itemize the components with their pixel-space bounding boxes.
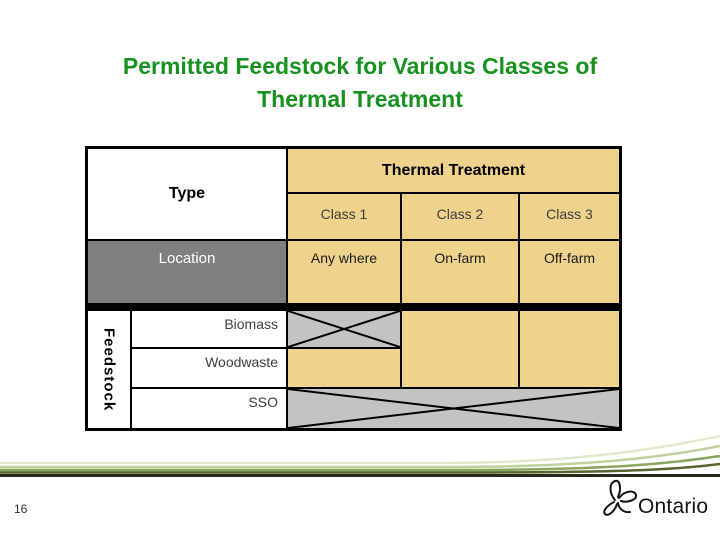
cell-sso-all-classes-not-permitted <box>288 389 619 428</box>
feedstock-group-label-cell: Feedstock <box>88 311 130 428</box>
ontario-trillium-icon <box>603 479 638 516</box>
feedstock-table: Type Thermal Treatment Class 1 Class 2 C… <box>85 146 622 431</box>
slide-title-line2: Thermal Treatment <box>257 86 463 112</box>
row-label-woodwaste: Woodwaste <box>132 349 286 387</box>
row-label-biomass: Biomass <box>132 311 286 347</box>
footer-swoosh-lines <box>0 434 720 477</box>
cell-biomass-class1-not-permitted <box>288 311 400 347</box>
column-header-class2: Class 2 <box>402 194 518 239</box>
thermal-treatment-header-cell: Thermal Treatment <box>288 149 619 192</box>
feedstock-vertical-label: Feedstock <box>100 327 118 412</box>
not-permitted-x-icon <box>288 389 619 428</box>
location-header-cell: Location <box>88 241 286 303</box>
ontario-logo: Ontario <box>598 479 708 519</box>
cell-biomass-woodwaste-class2-permitted <box>402 311 518 387</box>
slide-title: Permitted Feedstock for Various Classes … <box>0 50 720 116</box>
slide-title-line1: Permitted Feedstock for Various Classes … <box>122 53 598 79</box>
type-header-cell: Type <box>88 149 286 239</box>
not-permitted-x-icon <box>288 311 400 347</box>
location-offfarm-cell: Off-farm <box>520 241 619 303</box>
location-onfarm-cell: On-farm <box>402 241 518 303</box>
ontario-logo-text: Ontario <box>638 495 709 518</box>
column-header-class3: Class 3 <box>520 194 619 239</box>
cell-woodwaste-class1-permitted <box>288 349 400 387</box>
row-label-sso: SSO <box>132 389 286 428</box>
column-header-class1: Class 1 <box>288 194 400 239</box>
location-anywhere-cell: Any where <box>288 241 400 303</box>
page-number: 16 <box>14 502 28 516</box>
cell-biomass-woodwaste-class3-permitted <box>520 311 619 387</box>
